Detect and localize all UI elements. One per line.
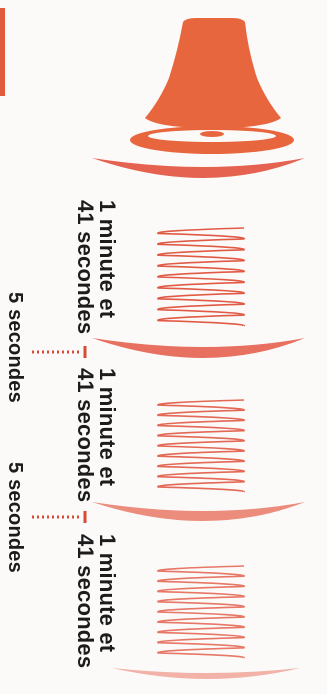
pulse-separator [92,338,305,358]
pulse-separator [92,502,305,521]
sound-wave-icon [158,566,244,658]
bell-clapper [200,131,224,137]
sound-wave-icon [158,228,244,326]
bell-body [145,18,281,128]
pulse-separator [112,668,300,679]
pause-duration-label: 5 secondes [4,292,26,403]
ring-duration-label: 1 minute et 41 secondes [74,368,118,502]
ring-duration-line1: 1 minute et [96,534,118,668]
pause-duration-label: 5 secondes [4,462,26,573]
ring-duration-label: 1 minute et 41 secondes [74,534,118,668]
sound-wave-icon [158,400,244,492]
wave-coil-path [158,228,244,326]
ring-duration-line2: 41 secondes [74,200,96,334]
ring-duration-line1: 1 minute et [96,200,118,334]
pause-marker [32,346,85,358]
ring-duration-label: 1 minute et 41 secondes [74,200,118,334]
wave-coil-path [158,566,244,658]
pause-marker [32,511,85,523]
pulse-separator [92,158,305,178]
wave-coil-path [158,400,244,492]
alarm-bell-icon [130,18,294,154]
ring-duration-line2: 41 secondes [74,534,96,668]
ring-duration-line1: 1 minute et [96,368,118,502]
ring-duration-line2: 41 secondes [74,368,96,502]
